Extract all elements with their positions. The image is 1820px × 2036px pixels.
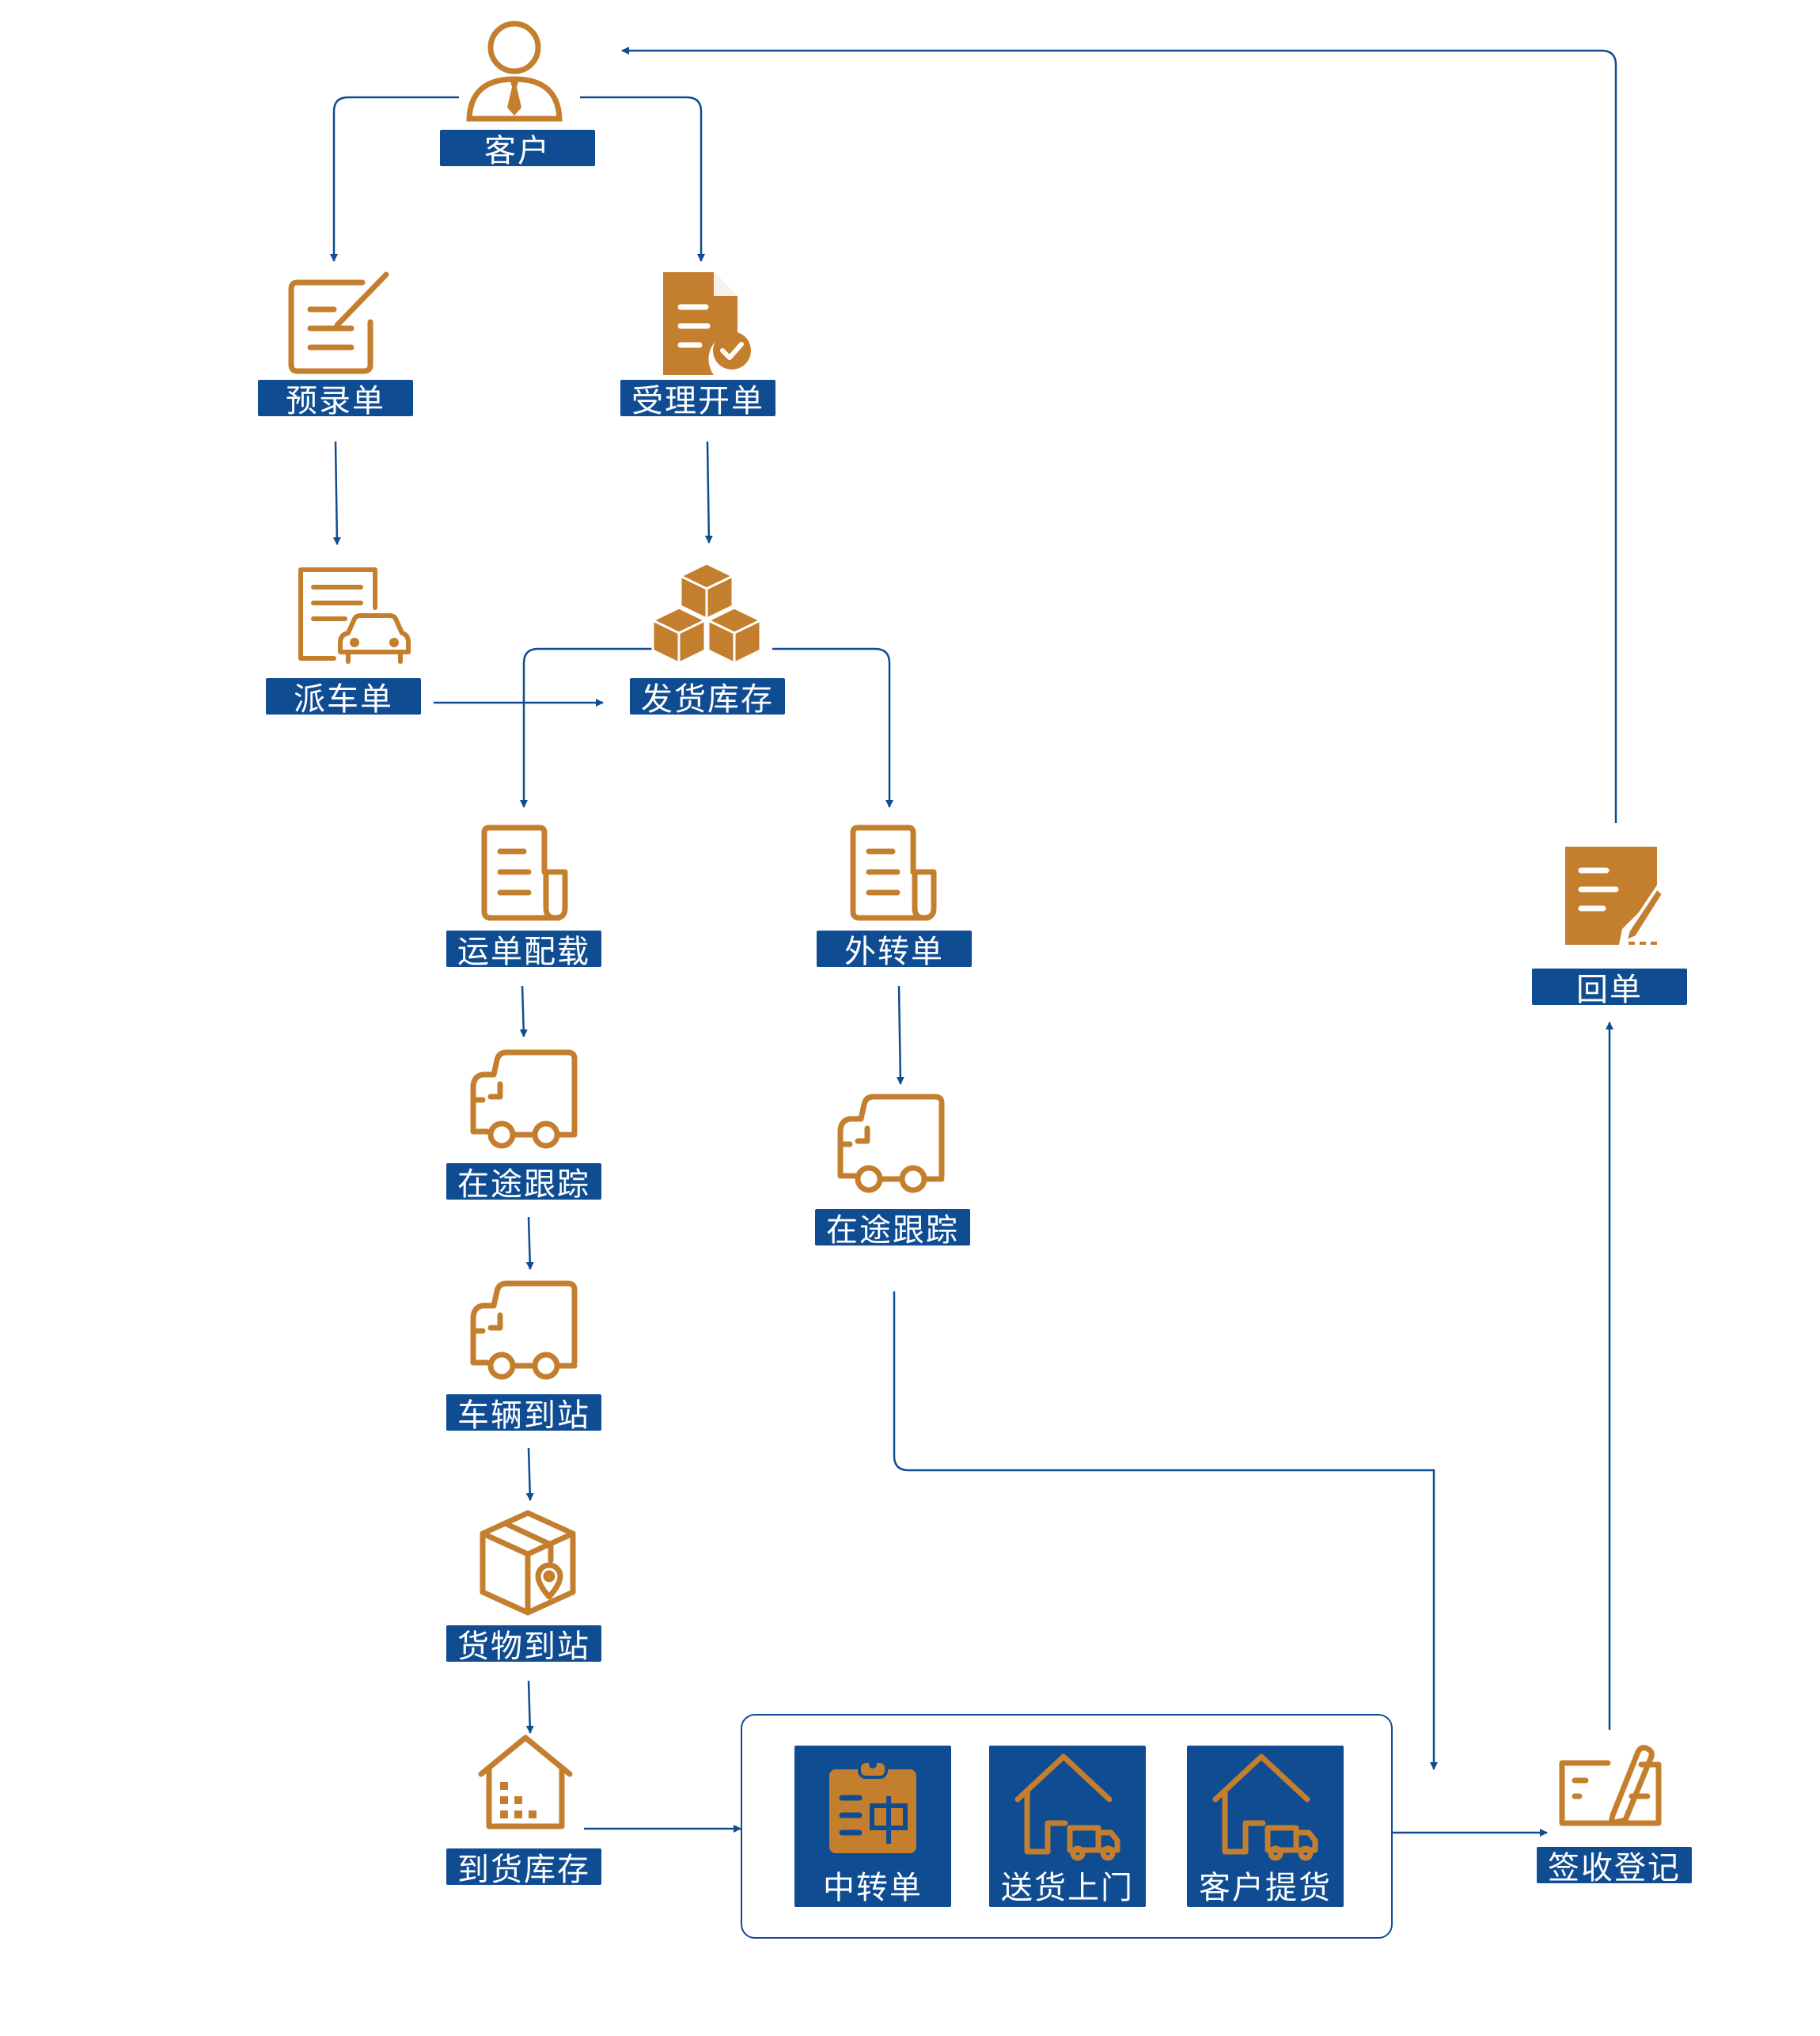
node-outsource-order: 外转单 [817, 931, 972, 970]
node-receipt: 回单 [1532, 969, 1687, 1008]
approved-document-icon [663, 272, 751, 375]
person-tie-icon [466, 21, 563, 122]
node-waybill-loading: 运单配载 [446, 931, 601, 970]
edge-receipt-customer [621, 47, 1617, 823]
tile-transfer-order-label: 中转单 [823, 1870, 923, 1906]
truck-icon [470, 1280, 578, 1380]
delivery-options-group [741, 1714, 1393, 1939]
edge-goods-stock [525, 1680, 534, 1734]
edge-outsource-transit [896, 985, 904, 1085]
document-car-icon [298, 567, 411, 664]
node-goods-arrival: 货物到站 [446, 1625, 601, 1665]
warehouse-icon [478, 1735, 573, 1829]
edge-customer-preorder [330, 96, 459, 262]
edit-document-icon [288, 271, 389, 374]
truck-icon [470, 1049, 578, 1149]
box-location-icon [480, 1510, 576, 1616]
node-sign-register: 签收登记 [1537, 1847, 1692, 1886]
edge-waybill-transit [519, 985, 528, 1037]
node-vehicle-arrival: 车辆到站 [446, 1394, 601, 1434]
house-truck-icon [1014, 1754, 1120, 1861]
truck-icon [837, 1094, 945, 1193]
edge-customer-accept [580, 96, 705, 262]
house-truck-icon [1212, 1754, 1318, 1861]
tile-customer-pickup: 客户提货 [1187, 1746, 1344, 1907]
receipt-icon [481, 825, 568, 921]
receipt-icon [850, 825, 937, 921]
node-accept-order: 受理开单 [620, 380, 775, 419]
sign-form-icon [1559, 1745, 1662, 1826]
node-pre-order: 预录单 [258, 380, 413, 419]
node-customer: 客户 [440, 130, 595, 169]
node-dispatch-order: 派车单 [266, 678, 421, 718]
node-in-transit-1: 在途跟踪 [446, 1163, 601, 1203]
tile-home-delivery: 送货上门 [989, 1746, 1146, 1907]
edge-stock-outsource [772, 647, 893, 808]
edge-transit-vehicle [525, 1216, 534, 1270]
tile-home-delivery-label: 送货上门 [1001, 1870, 1134, 1906]
stacked-boxes-icon [651, 562, 762, 665]
tile-transfer-order: 中转单 [794, 1746, 951, 1907]
node-shipping-stock: 发货库存 [630, 678, 785, 718]
tile-customer-pickup-label: 客户提货 [1199, 1870, 1332, 1906]
edge-stock-waybill [520, 647, 655, 808]
node-in-transit-2: 在途跟踪 [815, 1209, 970, 1249]
node-arrival-stock: 到货库存 [446, 1848, 601, 1888]
document-pen-icon [1565, 847, 1666, 945]
edge-transit2-sign [893, 1291, 1438, 1770]
edge-accept-stock [704, 441, 713, 544]
edge-vehicle-goods [525, 1447, 534, 1501]
edge-preorder-dispatch [332, 441, 341, 545]
clipboard-zhong-icon [829, 1760, 916, 1853]
